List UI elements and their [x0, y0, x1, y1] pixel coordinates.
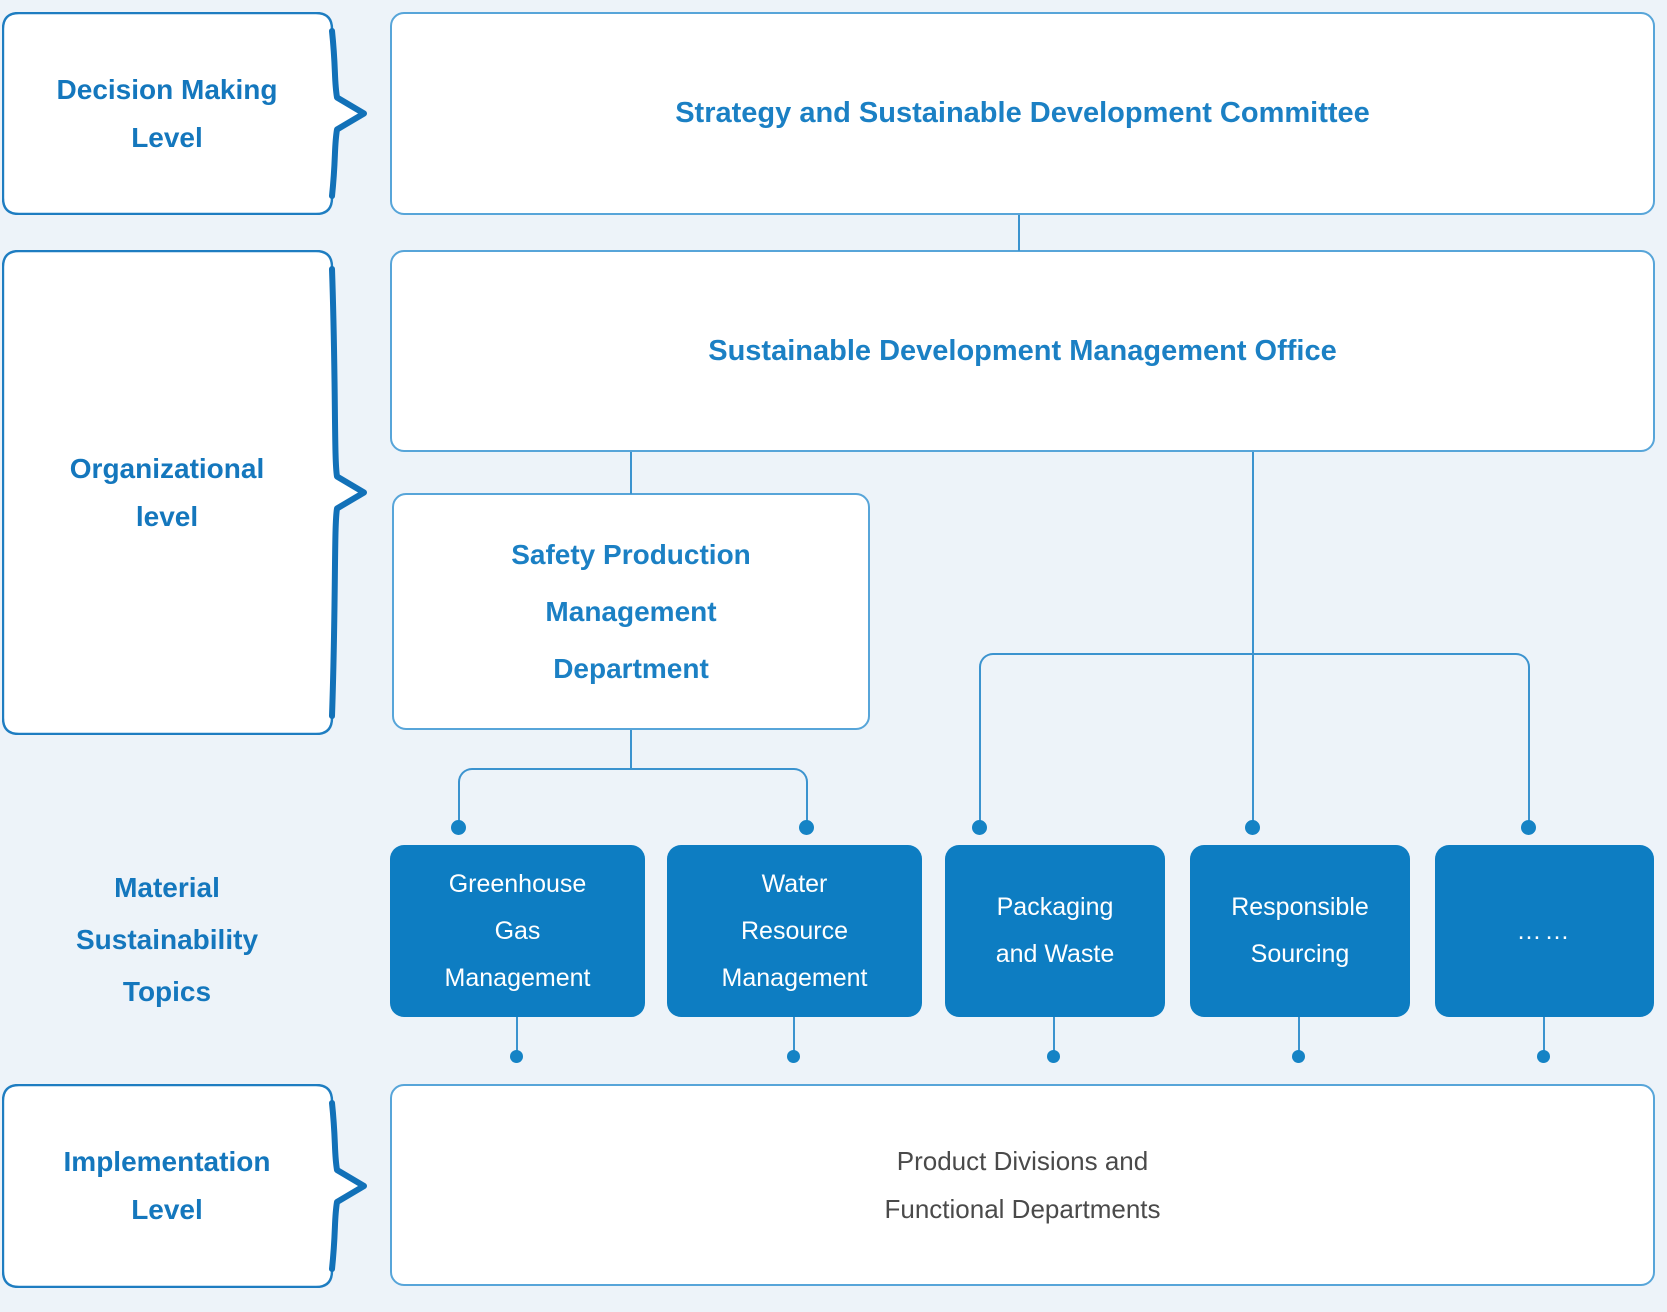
node-label-line: Management [545, 596, 717, 627]
junction-dot [1292, 1050, 1305, 1063]
connector-committee-to-office [1018, 215, 1020, 251]
label-line: Sustainability [75, 924, 259, 955]
label-line: level [135, 500, 199, 532]
connector-topic-to-implementation [793, 1017, 795, 1051]
node-product-divisions: Product Divisions and Functional Departm… [390, 1084, 1655, 1286]
level-label-text: Organizational level [2, 250, 332, 735]
topic-label-line: Management [444, 963, 591, 992]
label-line: Level [131, 1194, 203, 1225]
node-sustainable-development-office: Sustainable Development Management Offic… [390, 250, 1655, 452]
level-label-implementation: Implementation Level [2, 1084, 368, 1288]
topic-label-line: …… [1516, 916, 1573, 945]
junction-dot [787, 1050, 800, 1063]
bracket-safety-topics [458, 768, 808, 822]
connector-safety-to-bracket [630, 730, 632, 770]
junction-dot [799, 820, 814, 835]
curly-brace-shape [2, 250, 367, 735]
topic-label-line: and Waste [995, 940, 1115, 968]
topic-greenhouse-gas-management: Greenhouse Gas Management [390, 845, 645, 1017]
label-line: Implementation [63, 1146, 271, 1177]
connector-topic-to-implementation [516, 1017, 518, 1051]
connector-topic-to-implementation [1298, 1017, 1300, 1051]
junction-dot [451, 820, 466, 835]
topic-packaging-and-waste: Packaging and Waste [945, 845, 1165, 1017]
node-label: Sustainable Development Management Offic… [708, 334, 1337, 367]
junction-dot [1245, 820, 1260, 835]
topic-label-line: Resource [741, 916, 848, 945]
topic-label-line: Sourcing [1250, 940, 1350, 968]
label-line: Decision Making [56, 73, 278, 105]
node-safety-production-department: Safety Production Management Department [392, 493, 870, 730]
junction-dot [510, 1050, 523, 1063]
junction-dot [972, 820, 987, 835]
topic-label-line: Packaging [996, 893, 1114, 921]
connector-topic-to-implementation [1543, 1017, 1545, 1051]
level-label-decision-making: Decision Making Level [2, 12, 368, 215]
junction-dot [1537, 1050, 1550, 1063]
connector-topic-to-implementation [1053, 1017, 1055, 1051]
topic-water-resource-management: Water Resource Management [667, 845, 922, 1017]
level-label-text: Decision Making Level [2, 12, 332, 215]
label-line: Level [131, 121, 203, 153]
node-strategy-committee: Strategy and Sustainable Development Com… [390, 12, 1655, 215]
curly-brace-shape [2, 1084, 367, 1288]
topic-label-line: Greenhouse [448, 869, 587, 898]
node-label-line: Safety Production [511, 539, 751, 570]
node-label-line: Product Divisions and [896, 1146, 1149, 1176]
node-label: Strategy and Sustainable Development Com… [675, 97, 1370, 129]
label-line: Topics [122, 976, 212, 1007]
connector-office-to-topics-center [1252, 452, 1254, 822]
label-line: Organizational [69, 452, 265, 484]
topic-label-line: Gas [494, 916, 541, 945]
topic-more-ellipsis: …… [1435, 845, 1654, 1017]
bracket-office-topics [979, 653, 1530, 822]
level-label-material-topics: Material Sustainability Topics [2, 855, 332, 1025]
junction-dot [1047, 1050, 1060, 1063]
level-label-organizational: Organizational level [2, 250, 368, 735]
topic-responsible-sourcing: Responsible Sourcing [1190, 845, 1410, 1017]
node-label-line: Department [553, 653, 709, 684]
junction-dot [1521, 820, 1536, 835]
node-label-line: Functional Departments [884, 1194, 1161, 1224]
level-label-text: Implementation Level [2, 1084, 332, 1288]
connector-office-to-safety [630, 452, 632, 494]
curly-brace-shape [2, 12, 367, 215]
label-line: Material [114, 872, 220, 903]
topic-label-line: Water [761, 869, 828, 898]
topic-label-line: Responsible [1231, 893, 1369, 921]
topic-label-line: Management [721, 963, 868, 992]
